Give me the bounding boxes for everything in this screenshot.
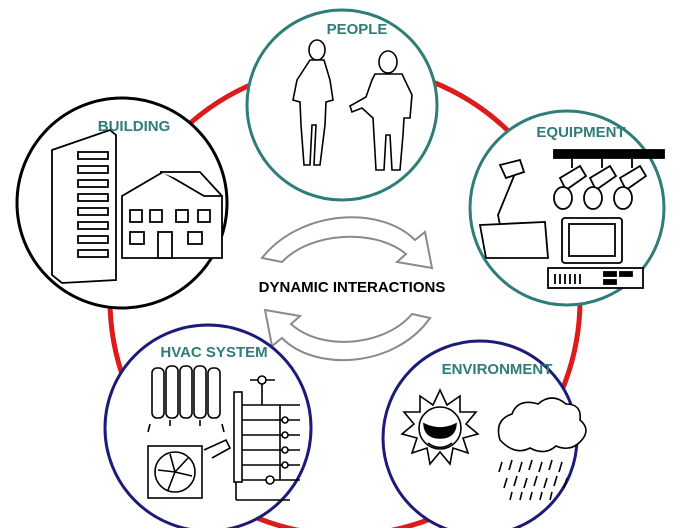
weather-icon [400, 388, 587, 501]
hvac-label: HVAC SYSTEM [160, 344, 267, 361]
cycle-arrows-icon [260, 216, 434, 362]
people-node: PEOPLE [245, 8, 439, 202]
center-label: DYNAMIC INTERACTIONS [259, 279, 446, 296]
building-node: BUILDING [15, 96, 229, 310]
people-label: PEOPLE [327, 21, 388, 38]
equipment-icon [478, 149, 665, 289]
environment-node: ENVIRONMENT [381, 339, 587, 528]
building-icon [51, 128, 223, 284]
equipment-label: EQUIPMENT [536, 124, 625, 141]
hvac-icon [147, 365, 300, 501]
environment-label: ENVIRONMENT [442, 361, 553, 378]
people-icon [292, 39, 413, 171]
equipment-node: EQUIPMENT [468, 109, 666, 307]
building-label: BUILDING [98, 118, 171, 135]
hvac-node: HVAC SYSTEM [103, 323, 313, 528]
